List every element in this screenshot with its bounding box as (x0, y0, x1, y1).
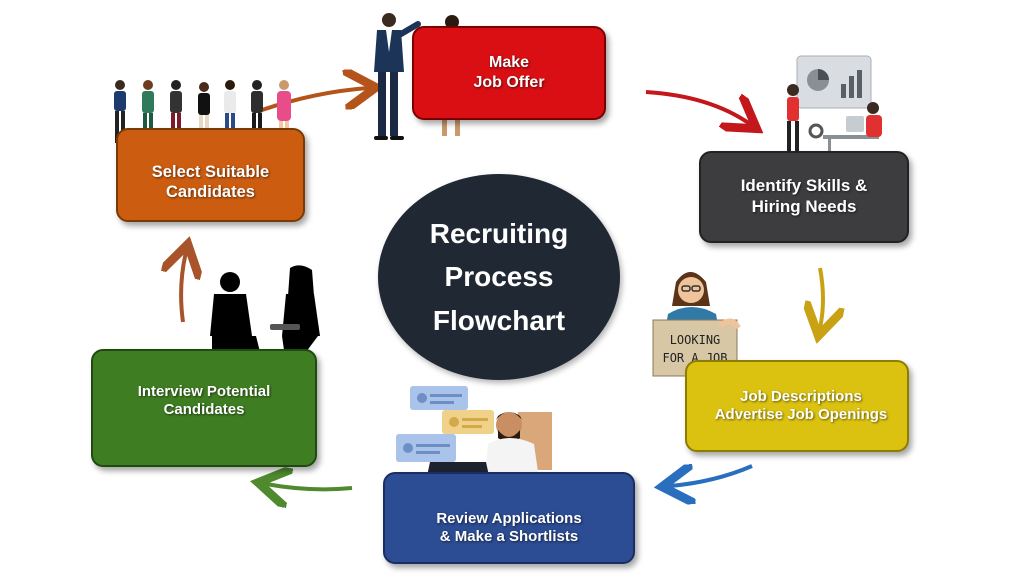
step-job-descriptions[interactable]: Job Descriptions Advertise Job Openings (685, 360, 909, 452)
step-identify-skills[interactable]: Identify Skills & Hiring Needs (699, 151, 909, 243)
center-title: Recruiting Process Flowchart (378, 174, 620, 380)
arrow-skills-to-desc (820, 267, 823, 328)
crowd-of-candidates-icon (114, 80, 126, 143)
step-interview-candidates[interactable]: Interview Potential Candidates (91, 349, 317, 467)
sign-line-1: LOOKING (670, 333, 721, 347)
step-make-job-offer[interactable]: Make Job Offer (412, 26, 606, 120)
arrow-desc-to-review (670, 466, 753, 486)
arrow-select-to-offer (261, 88, 368, 112)
step-review-applications[interactable]: Review Applications & Make a Shortlists (383, 472, 635, 564)
analytics-board-icon (787, 55, 882, 169)
arrow-interview-to-select (181, 252, 186, 323)
arrow-offer-to-skills (645, 90, 750, 124)
step-select-candidates[interactable]: Select Suitable Candidates (116, 128, 305, 222)
arrow-review-to-interview (266, 484, 353, 489)
